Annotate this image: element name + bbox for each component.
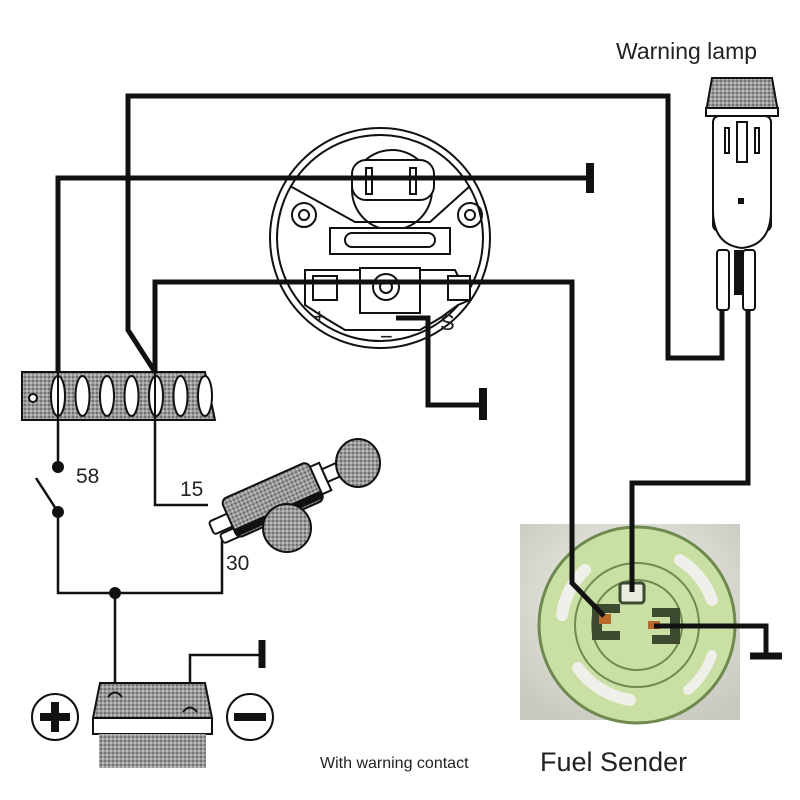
battery-plus-icon xyxy=(31,693,79,741)
gauge-plus-label: + xyxy=(313,304,326,329)
battery-minus-icon xyxy=(226,693,274,741)
lamp-indicator-icon xyxy=(738,198,744,204)
wire-gauge-minus xyxy=(425,321,483,408)
fuse-slot xyxy=(123,375,140,417)
caption-label: With warning contact xyxy=(320,755,469,772)
terminal-58-label: 58 xyxy=(76,465,99,488)
fuel-sender-label: Fuel Sender xyxy=(540,747,687,777)
wire-ignition-15 xyxy=(153,416,208,507)
warning-lamp-label: Warning lamp xyxy=(616,38,757,64)
fuse-box xyxy=(21,371,217,421)
key-icon xyxy=(262,503,312,553)
fuse-slot xyxy=(99,375,115,417)
fuel-sender: Fuel Sender xyxy=(520,524,740,777)
gauge-s-label: S xyxy=(440,310,455,335)
wires xyxy=(55,93,782,705)
warning-lamp: Warning lamp xyxy=(616,38,780,311)
junction-dot xyxy=(109,587,121,599)
gauge-minus-label: − xyxy=(380,324,393,349)
wire-switch-bottom xyxy=(56,512,224,595)
terminal-30-label: 30 xyxy=(226,552,249,575)
fuel-gauge: + − S xyxy=(269,127,491,349)
fuse-slot xyxy=(197,375,213,417)
wire-lamp-feed xyxy=(125,93,725,374)
key-icon xyxy=(335,438,381,488)
fuse-slot xyxy=(172,375,189,417)
ignition-switch: 15 30 xyxy=(180,438,381,575)
fuse-slot xyxy=(74,375,91,417)
light-switch: 58 xyxy=(34,461,99,518)
terminal-15-label: 15 xyxy=(180,478,203,501)
battery xyxy=(31,682,274,768)
